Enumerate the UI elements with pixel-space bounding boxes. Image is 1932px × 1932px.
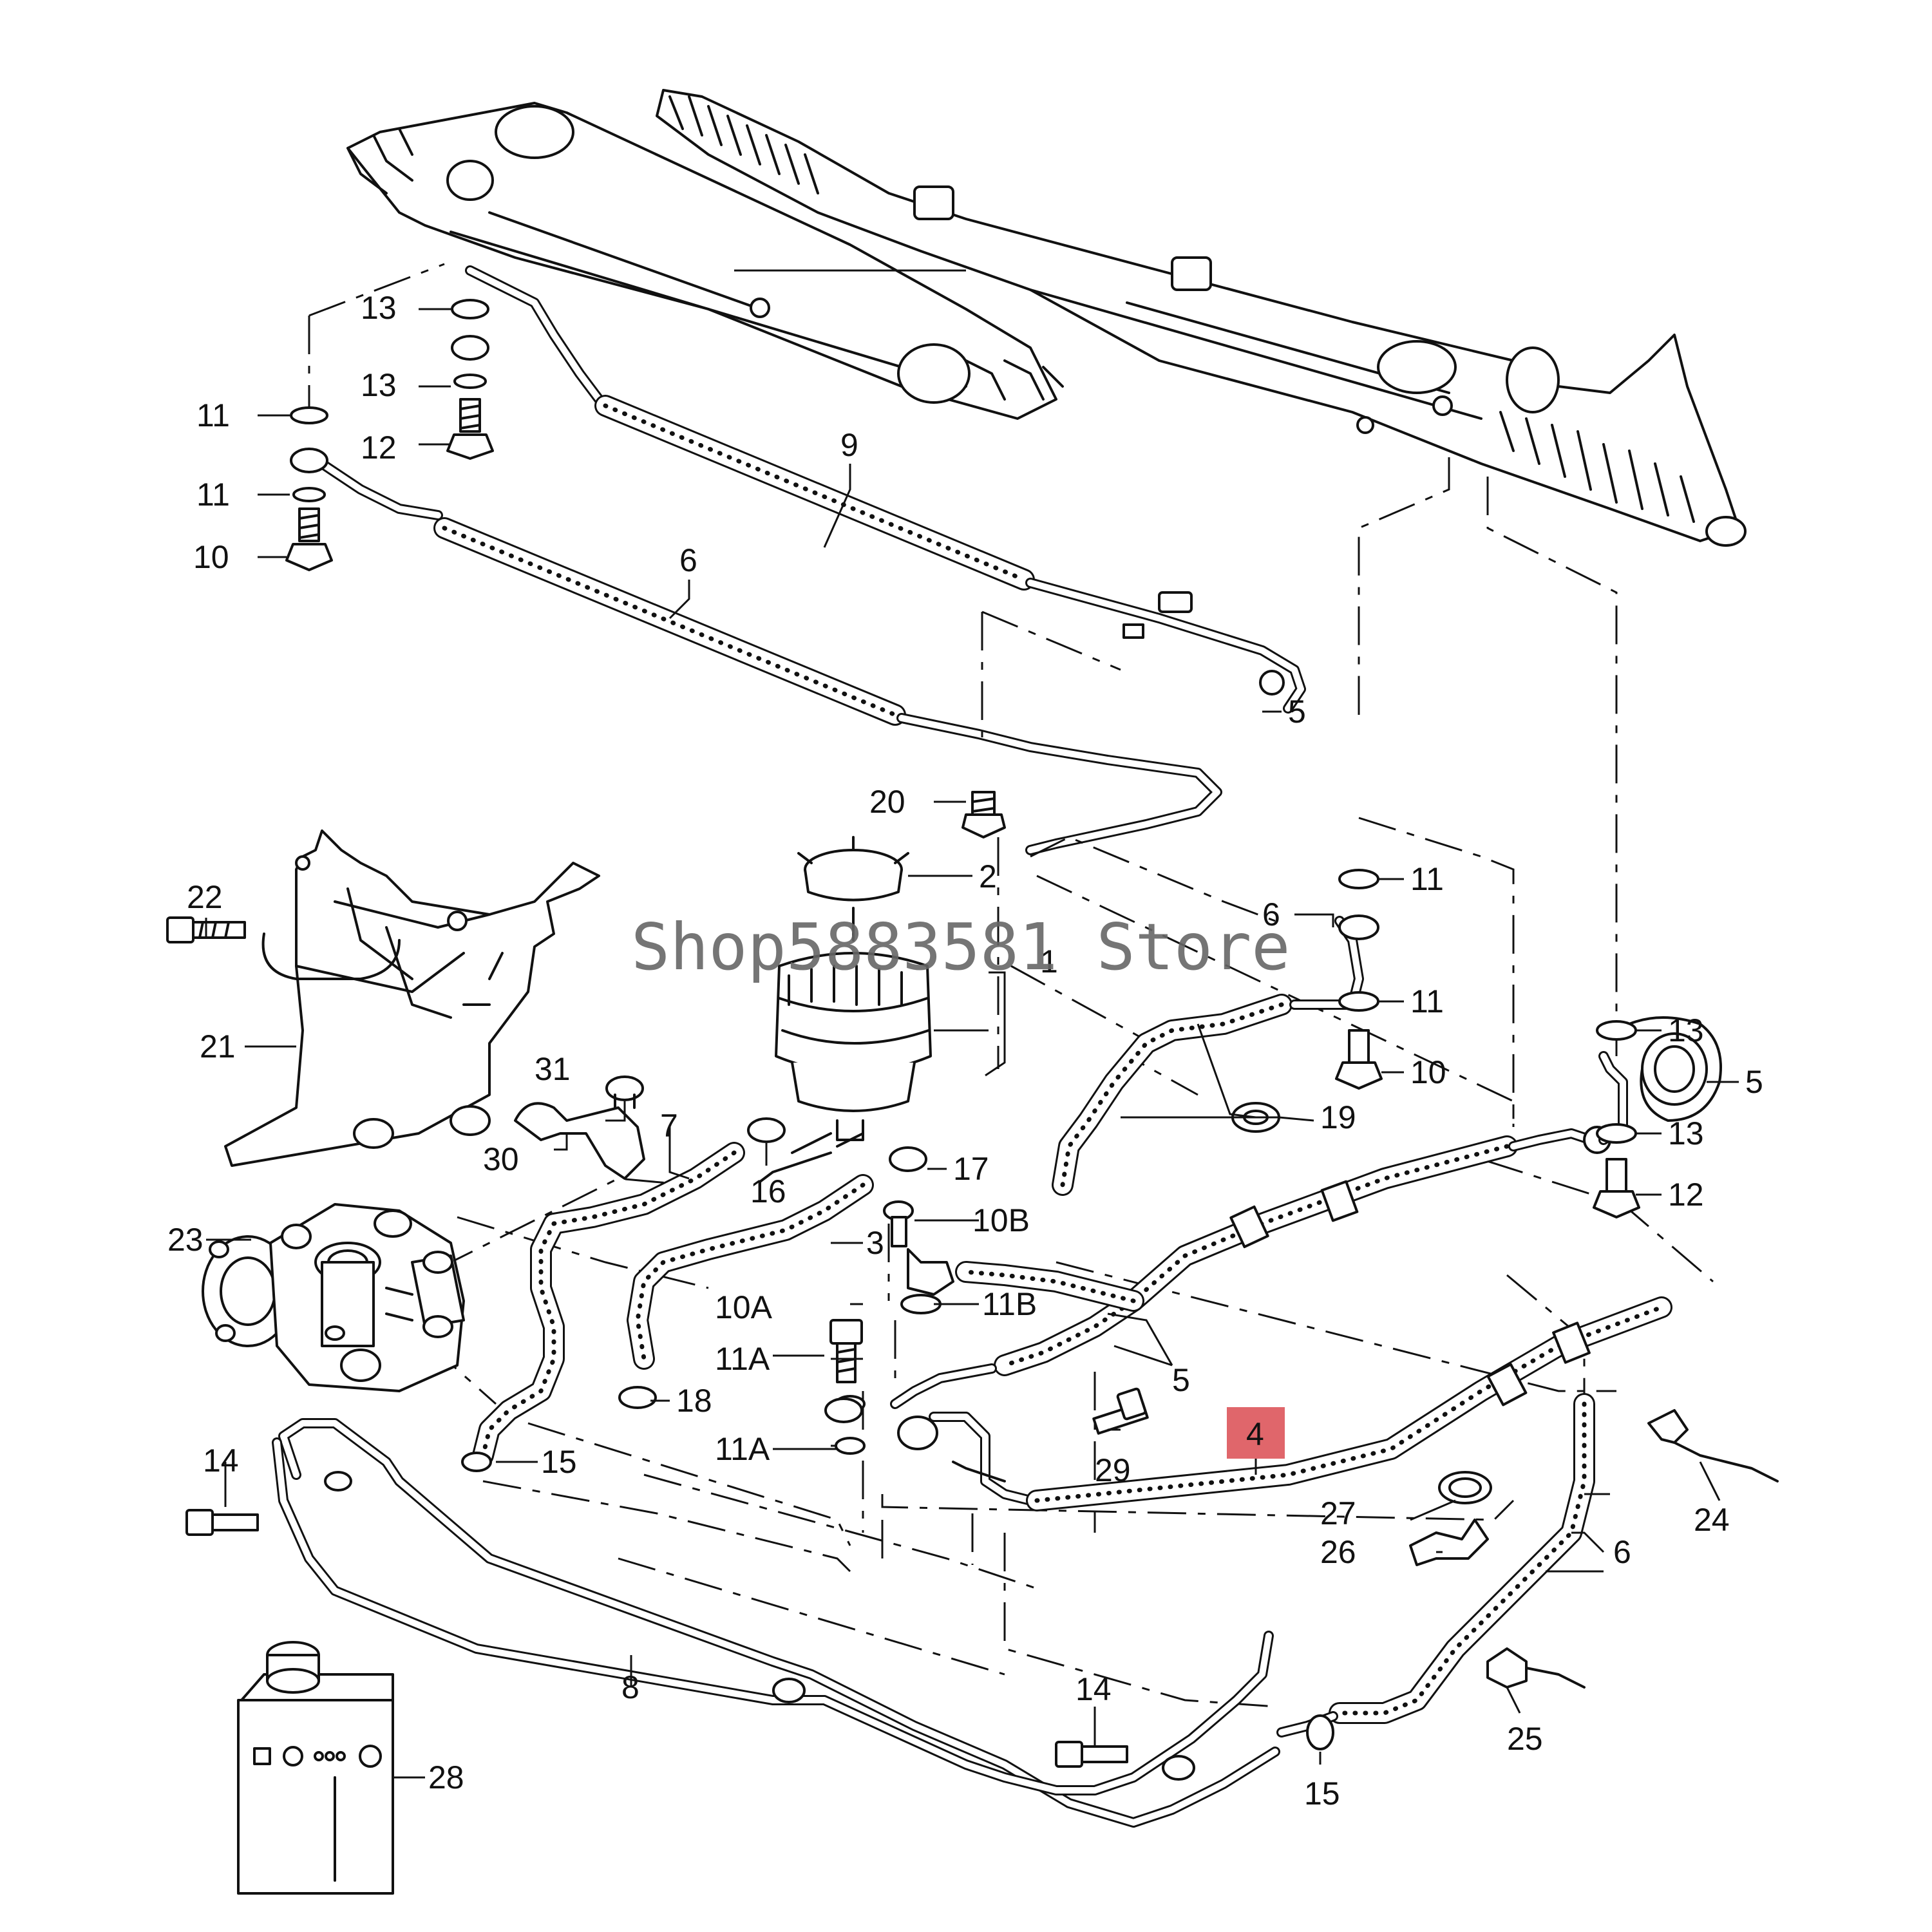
callout-19: 19 [1320,1099,1356,1135]
callout-10B: 10B [972,1202,1030,1238]
callout-17: 17 [953,1151,989,1187]
hose-3 [627,1174,874,1370]
return-line-8 [272,1418,1280,1828]
callout-29: 29 [1095,1452,1131,1488]
callout-2: 2 [979,858,997,895]
callout-3: 3 [866,1225,884,1261]
callout-13: 13 [1668,1115,1704,1151]
bracket-21 [224,829,600,1167]
callout-12: 12 [361,430,397,466]
callout-11: 11 [1410,861,1444,897]
callout-11A: 11A [715,1431,770,1467]
callout-11: 11 [196,397,230,433]
callout-14: 14 [203,1443,239,1479]
callout-13: 13 [1668,1012,1704,1048]
callout-24: 24 [1694,1502,1730,1538]
callout-6: 6 [1613,1534,1631,1570]
callout-15: 15 [541,1444,577,1480]
hose-4 [897,1296,1672,1511]
callout-4: 4 [1246,1416,1264,1452]
reservoir [759,836,932,1183]
callout-11B: 11B [982,1286,1037,1322]
callout-15: 15 [1304,1776,1340,1812]
bolt-22 [166,916,246,943]
callout-18: 18 [676,1383,712,1419]
pressure-line-6-upper [317,459,1222,855]
store-watermark: Shop5883581 Store [631,909,1291,985]
steering-rack-left [346,102,1064,420]
callout-10A: 10A [715,1289,773,1325]
callout-13: 13 [361,290,397,326]
callout-6: 6 [1262,896,1280,933]
callout-10: 10 [1410,1054,1446,1090]
hose-5 [890,916,1722,1409]
callout-7: 7 [660,1108,678,1144]
callout-6: 6 [679,542,697,578]
callout-14: 14 [1075,1671,1112,1707]
callout-8: 8 [621,1669,639,1705]
callout-22: 22 [187,879,223,915]
pump-23 [202,1203,465,1392]
callout-27: 27 [1320,1495,1356,1531]
hose-7 [472,1142,745,1466]
callout-1: 1 [1040,943,1058,980]
callout-21: 21 [200,1028,236,1065]
callout-11A: 11A [715,1341,770,1377]
callout-26: 26 [1320,1534,1356,1570]
highlight-box-part-4 [1227,1407,1285,1459]
callout-10: 10 [193,539,229,575]
callout-23: 23 [167,1222,204,1258]
callout-5: 5 [1745,1064,1763,1100]
callout-9: 9 [840,427,858,463]
callout-31: 31 [535,1051,571,1087]
callout-16: 16 [750,1173,786,1209]
callout-11: 11 [196,477,230,513]
callout-30: 30 [483,1141,519,1177]
callout-11: 11 [1410,983,1444,1019]
callout-5: 5 [1172,1362,1190,1398]
callout-12: 12 [1668,1177,1704,1213]
leader-lines [205,269,1739,1779]
fluid-can-28 [237,1641,394,1895]
pressure-line-9 [465,265,1306,714]
fastener-stack-left [285,299,1193,838]
callout-20: 20 [869,784,905,820]
callout-25: 25 [1507,1721,1543,1757]
callout-labels: 13 13 11 12 11 10 9 6 5 20 2 1 22 21 11 … [167,290,1763,1812]
steering-rack-right [656,89,1747,547]
callout-5: 5 [1288,694,1306,730]
callout-28: 28 [428,1759,464,1795]
callout-13: 13 [361,367,397,403]
